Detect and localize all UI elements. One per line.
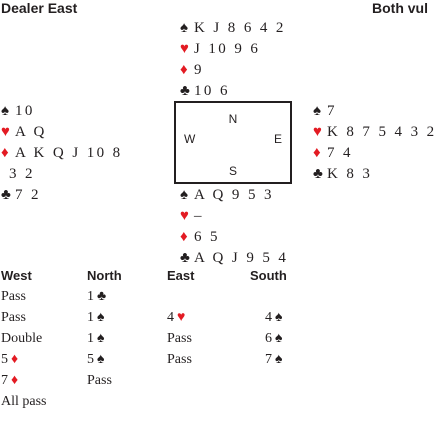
bid-south: 7♠ xyxy=(265,349,282,370)
bid-level: 5 xyxy=(87,352,94,367)
bid-west: 5♦ xyxy=(1,349,18,370)
bid-level: Pass xyxy=(1,310,26,325)
bid-level: Pass xyxy=(1,289,26,304)
compass-east: E xyxy=(273,132,282,146)
spade-icon: ♠ xyxy=(275,310,283,325)
diamond-icon: ♦ xyxy=(11,373,19,388)
auction-row: Pass 1♣ xyxy=(0,286,440,307)
diamond-icon: ♦ xyxy=(11,352,19,367)
vulnerability-label: Both vul xyxy=(372,0,428,16)
auction-header-east: East xyxy=(167,268,195,283)
spade-icon: ♠ xyxy=(275,331,283,346)
auction-header-row: West North East South xyxy=(0,265,440,286)
west-diamonds-continued: 3 2 xyxy=(9,166,35,182)
spade-icon: ♠ xyxy=(97,310,105,325)
heart-icon: ♥ xyxy=(313,124,322,140)
east-clubs: ♣K 8 3 xyxy=(313,164,437,185)
bid-north: 1♠ xyxy=(87,307,104,328)
heart-icon: ♥ xyxy=(1,124,10,140)
spade-icon: ♠ xyxy=(97,352,105,367)
dealer-label: Dealer East xyxy=(1,0,78,16)
bid-level: Pass xyxy=(87,373,112,388)
club-icon: ♣ xyxy=(180,250,190,266)
club-icon: ♣ xyxy=(97,289,107,304)
compass-north: N xyxy=(228,112,238,126)
bid-level: 6 xyxy=(265,331,272,346)
auction-header-south: South xyxy=(250,268,287,283)
bid-south: 6♠ xyxy=(265,328,282,349)
spade-icon: ♠ xyxy=(180,187,188,203)
heart-icon: ♥ xyxy=(177,310,186,325)
diamond-icon: ♦ xyxy=(180,62,188,78)
spade-icon: ♠ xyxy=(275,352,283,367)
bid-level: 1 xyxy=(87,310,94,325)
bid-north: 1♣ xyxy=(87,286,106,307)
bid-level: Pass xyxy=(167,352,192,367)
east-hearts: ♥K 8 7 5 4 3 2 xyxy=(313,122,437,143)
bid-level: 4 xyxy=(167,310,174,325)
auction-final: All pass xyxy=(0,391,440,412)
west-spades: ♠10 xyxy=(1,101,123,122)
east-diamonds: ♦7 4 xyxy=(313,143,437,164)
heart-icon: ♥ xyxy=(180,208,189,224)
north-hearts: ♥J 10 9 6 xyxy=(180,39,286,60)
bid-level: 1 xyxy=(87,331,94,346)
auction-header-west: West xyxy=(1,268,32,283)
spade-icon: ♠ xyxy=(1,103,9,119)
south-spades: ♠A Q 9 5 3 xyxy=(180,185,288,206)
west-diamonds: ♦A K Q J 10 8 xyxy=(1,143,123,164)
bid-level: Pass xyxy=(167,331,192,346)
east-spades: ♠7 xyxy=(313,101,437,122)
compass-box: N W E S xyxy=(174,101,292,184)
all-pass-label: All pass xyxy=(1,394,47,409)
north-diamonds: ♦9 xyxy=(180,60,286,81)
west-clubs: ♣7 2 xyxy=(1,185,123,206)
club-icon: ♣ xyxy=(313,166,323,182)
south-diamonds: ♦6 5 xyxy=(180,227,288,248)
diamond-icon: ♦ xyxy=(1,145,9,161)
east-hand: ♠7 ♥K 8 7 5 4 3 2 ♦7 4 ♣K 8 3 xyxy=(313,101,437,185)
club-icon: ♣ xyxy=(1,187,11,203)
south-clubs: ♣A Q J 9 5 4 xyxy=(180,248,288,269)
auction-row: 7♦ Pass xyxy=(0,370,440,391)
bid-west: Double xyxy=(1,328,42,349)
bid-east: Pass xyxy=(167,349,192,370)
bid-east: 4♥ xyxy=(167,307,185,328)
bid-level: 7 xyxy=(265,352,272,367)
diamond-icon: ♦ xyxy=(180,229,188,245)
south-hand: ♠A Q 9 5 3 ♥– ♦6 5 ♣A Q J 9 5 4 xyxy=(180,185,288,269)
bid-south: 4♠ xyxy=(265,307,282,328)
bid-level: 4 xyxy=(265,310,272,325)
north-spades: ♠K J 8 6 4 2 xyxy=(180,18,286,39)
north-clubs: ♣10 6 xyxy=(180,81,286,102)
compass-south: S xyxy=(228,164,237,178)
bid-west: Pass xyxy=(1,286,26,307)
heart-icon: ♥ xyxy=(180,41,189,57)
spade-icon: ♠ xyxy=(313,103,321,119)
spade-icon: ♠ xyxy=(97,331,105,346)
compass-west: W xyxy=(184,132,196,146)
bid-west: 7♦ xyxy=(1,370,18,391)
spade-icon: ♠ xyxy=(180,20,188,36)
bid-north: 5♠ xyxy=(87,349,104,370)
west-hearts: ♥A Q xyxy=(1,122,123,143)
diamond-icon: ♦ xyxy=(313,145,321,161)
bid-west: Pass xyxy=(1,307,26,328)
auction-header-north: North xyxy=(87,268,122,283)
bid-level: Double xyxy=(1,331,43,346)
bid-north: 1♠ xyxy=(87,328,104,349)
west-hand: ♠10 ♥A Q ♦A K Q J 10 8 3 2 ♣7 2 xyxy=(1,101,123,206)
bid-level: 7 xyxy=(1,373,8,388)
north-hand: ♠K J 8 6 4 2 ♥J 10 9 6 ♦9 ♣10 6 xyxy=(180,18,286,102)
club-icon: ♣ xyxy=(180,83,190,99)
bid-level: 5 xyxy=(1,352,8,367)
bid-east: Pass xyxy=(167,328,192,349)
bid-level: 1 xyxy=(87,289,94,304)
bid-north: Pass xyxy=(87,370,112,391)
south-hearts: ♥– xyxy=(180,206,288,227)
